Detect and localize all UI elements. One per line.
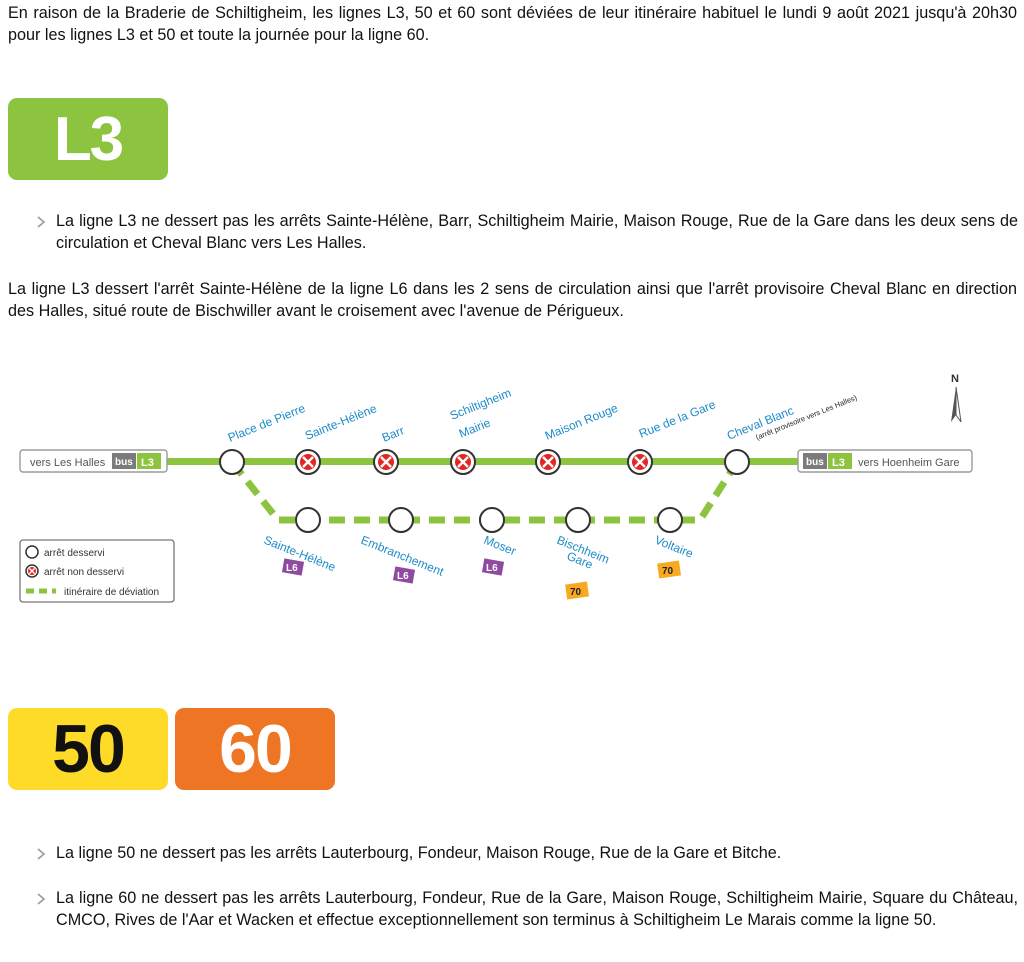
bus70-badge: 70: [662, 566, 674, 577]
chevron-right-icon: [37, 893, 46, 905]
main-line: [165, 458, 803, 465]
line-60-badge: 60: [175, 708, 335, 790]
left-terminal-line: L3: [141, 457, 154, 469]
line-60-bullet-text: La ligne 60 ne dessert pas les arrêts La…: [56, 889, 1018, 929]
intro-paragraph: En raison de la Braderie de Schiltigheim…: [8, 4, 1017, 44]
left-terminal: vers Les Halles bus L3: [19, 449, 168, 473]
l6-badge: L6: [486, 563, 498, 574]
line-50-bullet: La ligne 50 ne dessert pas les arrêts La…: [36, 842, 1018, 864]
l3-paragraph: La ligne L3 dessert l'arrêt Sainte-Hélèn…: [8, 280, 1017, 320]
left-terminal-label: vers Les Halles: [30, 457, 106, 469]
bus70-badge: 70: [570, 587, 582, 598]
deviation-map: vers Les Halles bus L3 bus L3 vers Hoenh…: [19, 373, 973, 603]
map-legend: arrêt desservi arrêt non desservi itinér…: [19, 539, 175, 603]
north-arrow-icon: N: [951, 373, 962, 423]
l3-line-badge: L3: [8, 98, 168, 180]
detour-stop-sainte-helene: Sainte-Hélène L6: [262, 507, 338, 576]
left-terminal-bus: bus: [115, 457, 133, 468]
l3-bullet: La ligne L3 ne dessert pas les arrêts Sa…: [36, 210, 1018, 254]
chevron-right-icon: [37, 216, 46, 228]
l6-badge: L6: [286, 563, 298, 574]
stop-label-line2: Mairie: [457, 415, 493, 440]
legend-served: arrêt desservi: [44, 548, 105, 559]
line-50-bullet-text: La ligne 50 ne dessert pas les arrêts La…: [56, 844, 782, 862]
stop-label: Place de Pierre: [226, 401, 308, 445]
detour-stop-label: Voltaire: [653, 533, 696, 561]
right-terminal-bus: bus: [806, 457, 824, 468]
legend-not-served: arrêt non desservi: [44, 567, 124, 578]
line-60-bullet: La ligne 60 ne dessert pas les arrêts La…: [36, 887, 1018, 931]
stop-label: Maison Rouge: [543, 401, 620, 443]
stop-label: Rue de la Gare: [637, 397, 718, 441]
line-50-badge: 50: [8, 708, 168, 790]
legend-detour: itinéraire de déviation: [64, 587, 159, 598]
l3-bullet-text: La ligne L3 ne dessert pas les arrêts Sa…: [56, 212, 1018, 252]
stop-barr: Barr: [373, 423, 406, 475]
right-terminal-line: L3: [832, 457, 845, 469]
stop-label: Sainte-Hélène: [303, 401, 379, 443]
l6-badge: L6: [397, 571, 409, 582]
north-label: N: [951, 373, 959, 385]
right-terminal-label: vers Hoenheim Gare: [858, 457, 960, 469]
detour-stop-label: Moser: [482, 533, 518, 558]
right-terminal: bus L3 vers Hoenheim Gare: [797, 449, 973, 473]
chevron-right-icon: [37, 848, 46, 860]
stop-label: Barr: [380, 423, 406, 444]
